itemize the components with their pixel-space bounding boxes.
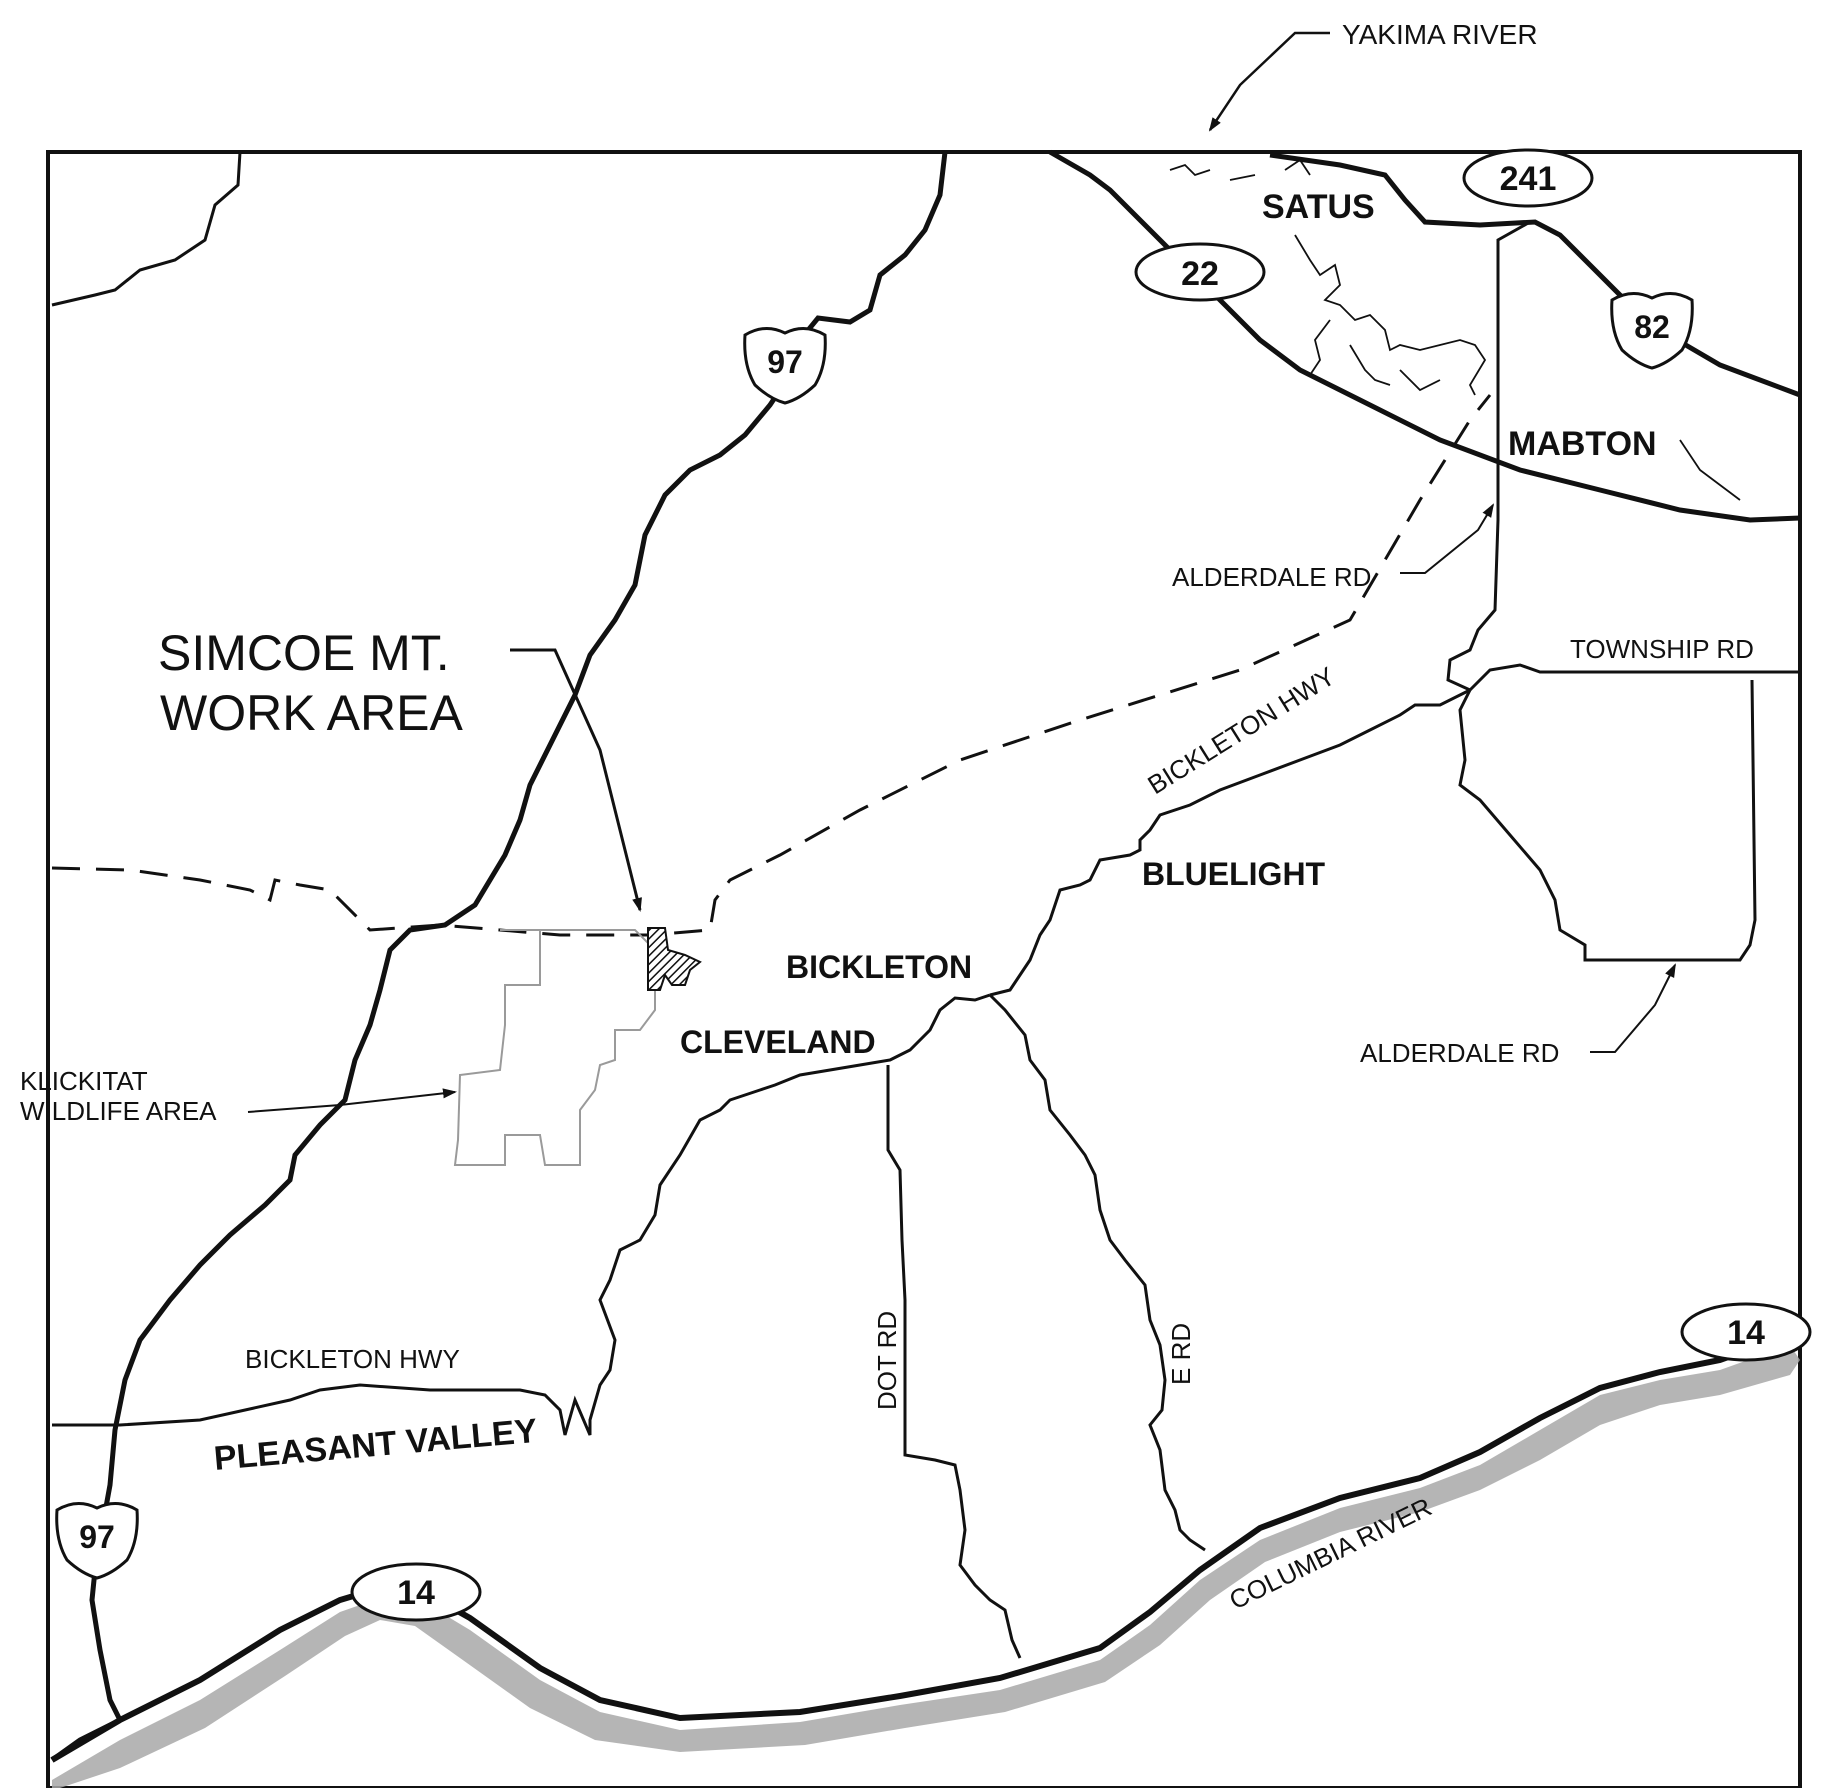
map-frame (46, 150, 1802, 1788)
sr14-west-shield: 14 (350, 1562, 482, 1622)
sr14-east-shield: 14 (1680, 1302, 1812, 1362)
us97-north-shield: 97 (743, 327, 827, 405)
mabton-label: MABTON (1508, 425, 1657, 463)
sr22-highway (1048, 149, 1801, 523)
cleveland-label: CLEVELAND (680, 1024, 876, 1060)
sr14-west-label: 14 (397, 1574, 435, 1612)
e-rd (988, 993, 1206, 1552)
sr241-label: 241 (1500, 160, 1557, 198)
klickitat-label-line1: KLICKITAT (20, 1066, 148, 1096)
us82-label: 82 (1634, 309, 1670, 345)
township-rd (1468, 663, 1800, 692)
yakima-river-leader (1208, 31, 1330, 132)
us97-north-label: 97 (767, 344, 803, 380)
simcoe-work-area (647, 927, 702, 991)
sr14-highway (50, 1332, 1792, 1763)
sr241-shield: 241 (1462, 148, 1594, 208)
cleveland-road (52, 993, 991, 1436)
satus-label: SATUS (1262, 188, 1375, 226)
alderdale-north-leader (1400, 503, 1495, 574)
klickitat-label-line2: WILDLIFE AREA (20, 1096, 217, 1126)
alderdale-rd-north-label: ALDERDALE RD (1172, 562, 1371, 592)
klickitat-leader (247, 1088, 457, 1113)
yakima-river-label: YAKIMA RIVER (1342, 19, 1538, 50)
alderdale-rd-south-label: ALDERDALE RD (1360, 1038, 1559, 1068)
alderdale-rd-north (1446, 220, 1531, 692)
sr22-shield: 22 (1134, 242, 1266, 302)
sr14-east-label: 14 (1727, 1314, 1765, 1352)
e-rd-label: E RD (1166, 1323, 1196, 1385)
work-area-title-line1: SIMCOE MT. (158, 625, 450, 681)
us82-shield: 82 (1610, 292, 1694, 370)
dot-rd-label: DOT RD (872, 1311, 902, 1410)
alderdale-south-leader (1590, 963, 1676, 1053)
bickleton-hwy-east-label: BICKLETON HWY (1142, 661, 1340, 800)
bickleton-hwy-west-label: BICKLETON HWY (245, 1344, 460, 1374)
bickleton-hwy-east (989, 688, 1471, 997)
columbia-river (52, 1345, 1800, 1788)
bickleton-label: BICKLETON (786, 949, 972, 985)
dot-rd (886, 1065, 1022, 1659)
work-area-leader (510, 648, 642, 912)
klickitat-wildlife-area (453, 929, 656, 1166)
us97-south-shield: 97 (55, 1502, 139, 1580)
work-area-title-line2: WORK AREA (160, 685, 463, 741)
us97-south-label: 97 (79, 1519, 115, 1555)
sr22-label: 22 (1181, 255, 1219, 293)
northwest-road (51, 151, 242, 307)
township-rd-label: TOWNSHIP RD (1570, 634, 1754, 664)
pleasant-valley-label: PLEASANT VALLEY (212, 1412, 539, 1478)
yakima-river (1169, 158, 1741, 501)
bluelight-label: BLUELIGHT (1142, 856, 1326, 892)
alderdale-rd-south (1458, 679, 1757, 962)
